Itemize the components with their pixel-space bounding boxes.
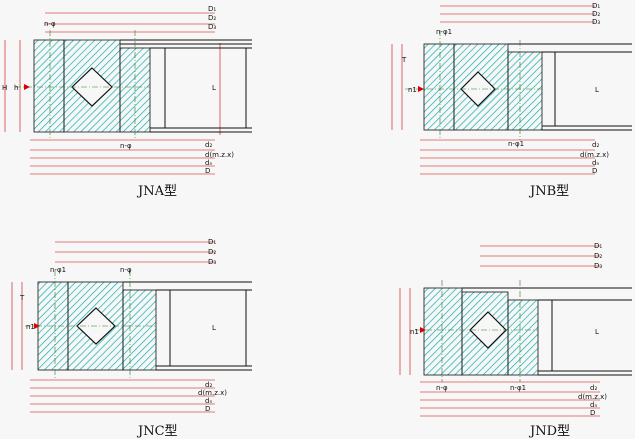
label-n1-b: n1	[408, 86, 417, 94]
index-marker-b	[418, 86, 424, 92]
jnd-drawing-svg: D₁ D₂ D₃ n-φ n-φ1 d₂ d(m.z.x) dₙ D L n1	[399, 242, 632, 417]
label-D-d: D	[590, 409, 595, 417]
label-d1-d: D₁	[594, 242, 602, 250]
caption-jna: JNA型	[138, 184, 177, 199]
label-L-c: L	[212, 324, 216, 332]
index-marker-d	[420, 327, 426, 333]
label-dn-c: dₙ	[205, 397, 212, 405]
label-D-c: D	[205, 405, 210, 413]
jna-drawing-svg: D₁ D₂ D₃ n-φ n-φ d₂ d(m.z.x) dₙ D L H h	[2, 5, 252, 175]
label-D: D	[205, 167, 210, 175]
bearing-drawing-jnd: D₁ D₂ D₃ n-φ n-φ1 d₂ d(m.z.x) dₙ D L n1 …	[380, 230, 635, 439]
label-L-d: L	[595, 328, 599, 336]
label-dm: d(m.z.x)	[205, 151, 234, 159]
index-marker-c	[34, 323, 40, 329]
label-T-c: T	[19, 294, 25, 302]
bearing-drawing-jnc: D₁ D₂ D₃ n-φ1 n-φ d₂ d(m.z.x) dₙ D L T n…	[0, 230, 255, 439]
label-np-c: n-φ	[120, 266, 132, 274]
label-dn-b: dₙ	[592, 159, 599, 167]
label-n1-c: n1	[26, 323, 35, 331]
label-d2-b: D₂	[592, 10, 600, 18]
label-L: L	[212, 84, 216, 92]
label-np-d: n-φ	[436, 384, 448, 392]
label-dm-b: d(m.z.x)	[580, 151, 609, 159]
caption-jnb: JNB型	[530, 184, 570, 199]
label-np: n-φ	[44, 20, 56, 28]
label-D-b: D	[592, 167, 597, 175]
label-np1-d: n-φ1	[510, 384, 526, 392]
label-dL-d: d₂	[590, 384, 597, 392]
jnb-drawing-svg: D₁ D₂ D₃ n-φ1 n-φ1 d₂ d(m.z.x) dₙ D L T …	[391, 2, 632, 175]
label-np1-b2: n-φ1	[508, 140, 524, 148]
raceway-diamond-d	[469, 311, 507, 349]
index-marker	[24, 84, 30, 90]
label-dL-b: d₂	[592, 141, 599, 149]
raceway-diamond-b	[460, 71, 496, 107]
label-d3-c: D₃	[208, 258, 216, 266]
label-H: H	[2, 84, 7, 92]
label-d2-d: D₂	[594, 252, 602, 260]
label-dm-c: d(m.z.x)	[198, 389, 227, 397]
label-dn: dₙ	[205, 159, 212, 167]
label-d1-b: D₁	[592, 2, 600, 10]
label-d2-c: D₂	[208, 248, 216, 256]
bearing-drawing-jnb: D₁ D₂ D₃ n-φ1 n-φ1 d₂ d(m.z.x) dₙ D L T …	[380, 0, 635, 234]
label-np1: n-φ	[120, 142, 132, 150]
label-d3-b: D₃	[592, 18, 600, 26]
jnc-drawing-svg: D₁ D₂ D₃ n-φ1 n-φ d₂ d(m.z.x) dₙ D L T n…	[11, 238, 252, 413]
label-dL: d₂	[205, 141, 212, 149]
label-d3-d: D₃	[594, 262, 602, 270]
caption-jnc: JNC型	[138, 424, 178, 439]
label-d3: D₃	[208, 23, 216, 31]
outer-ring	[33, 39, 65, 133]
bearing-drawing-jna: D₁ D₂ D₃ n-φ n-φ d₂ d(m.z.x) dₙ D L H h …	[0, 0, 255, 234]
caption-jnd: JND型	[530, 424, 571, 439]
label-d2: D₂	[208, 14, 216, 22]
label-L-b: L	[595, 86, 599, 94]
label-dL-c: d₂	[205, 381, 212, 389]
label-d1: D₁	[208, 5, 216, 13]
label-dn-d: dₙ	[590, 401, 597, 409]
label-np1-b: n-φ1	[436, 28, 452, 36]
label-n1-d: n1	[410, 328, 419, 336]
label-np1-c: n-φ1	[50, 266, 66, 274]
label-T-b: T	[401, 56, 407, 64]
label-h: h	[14, 84, 18, 92]
label-d1-c: D₁	[208, 238, 216, 246]
label-dm-d: d(m.z.x)	[578, 393, 607, 401]
